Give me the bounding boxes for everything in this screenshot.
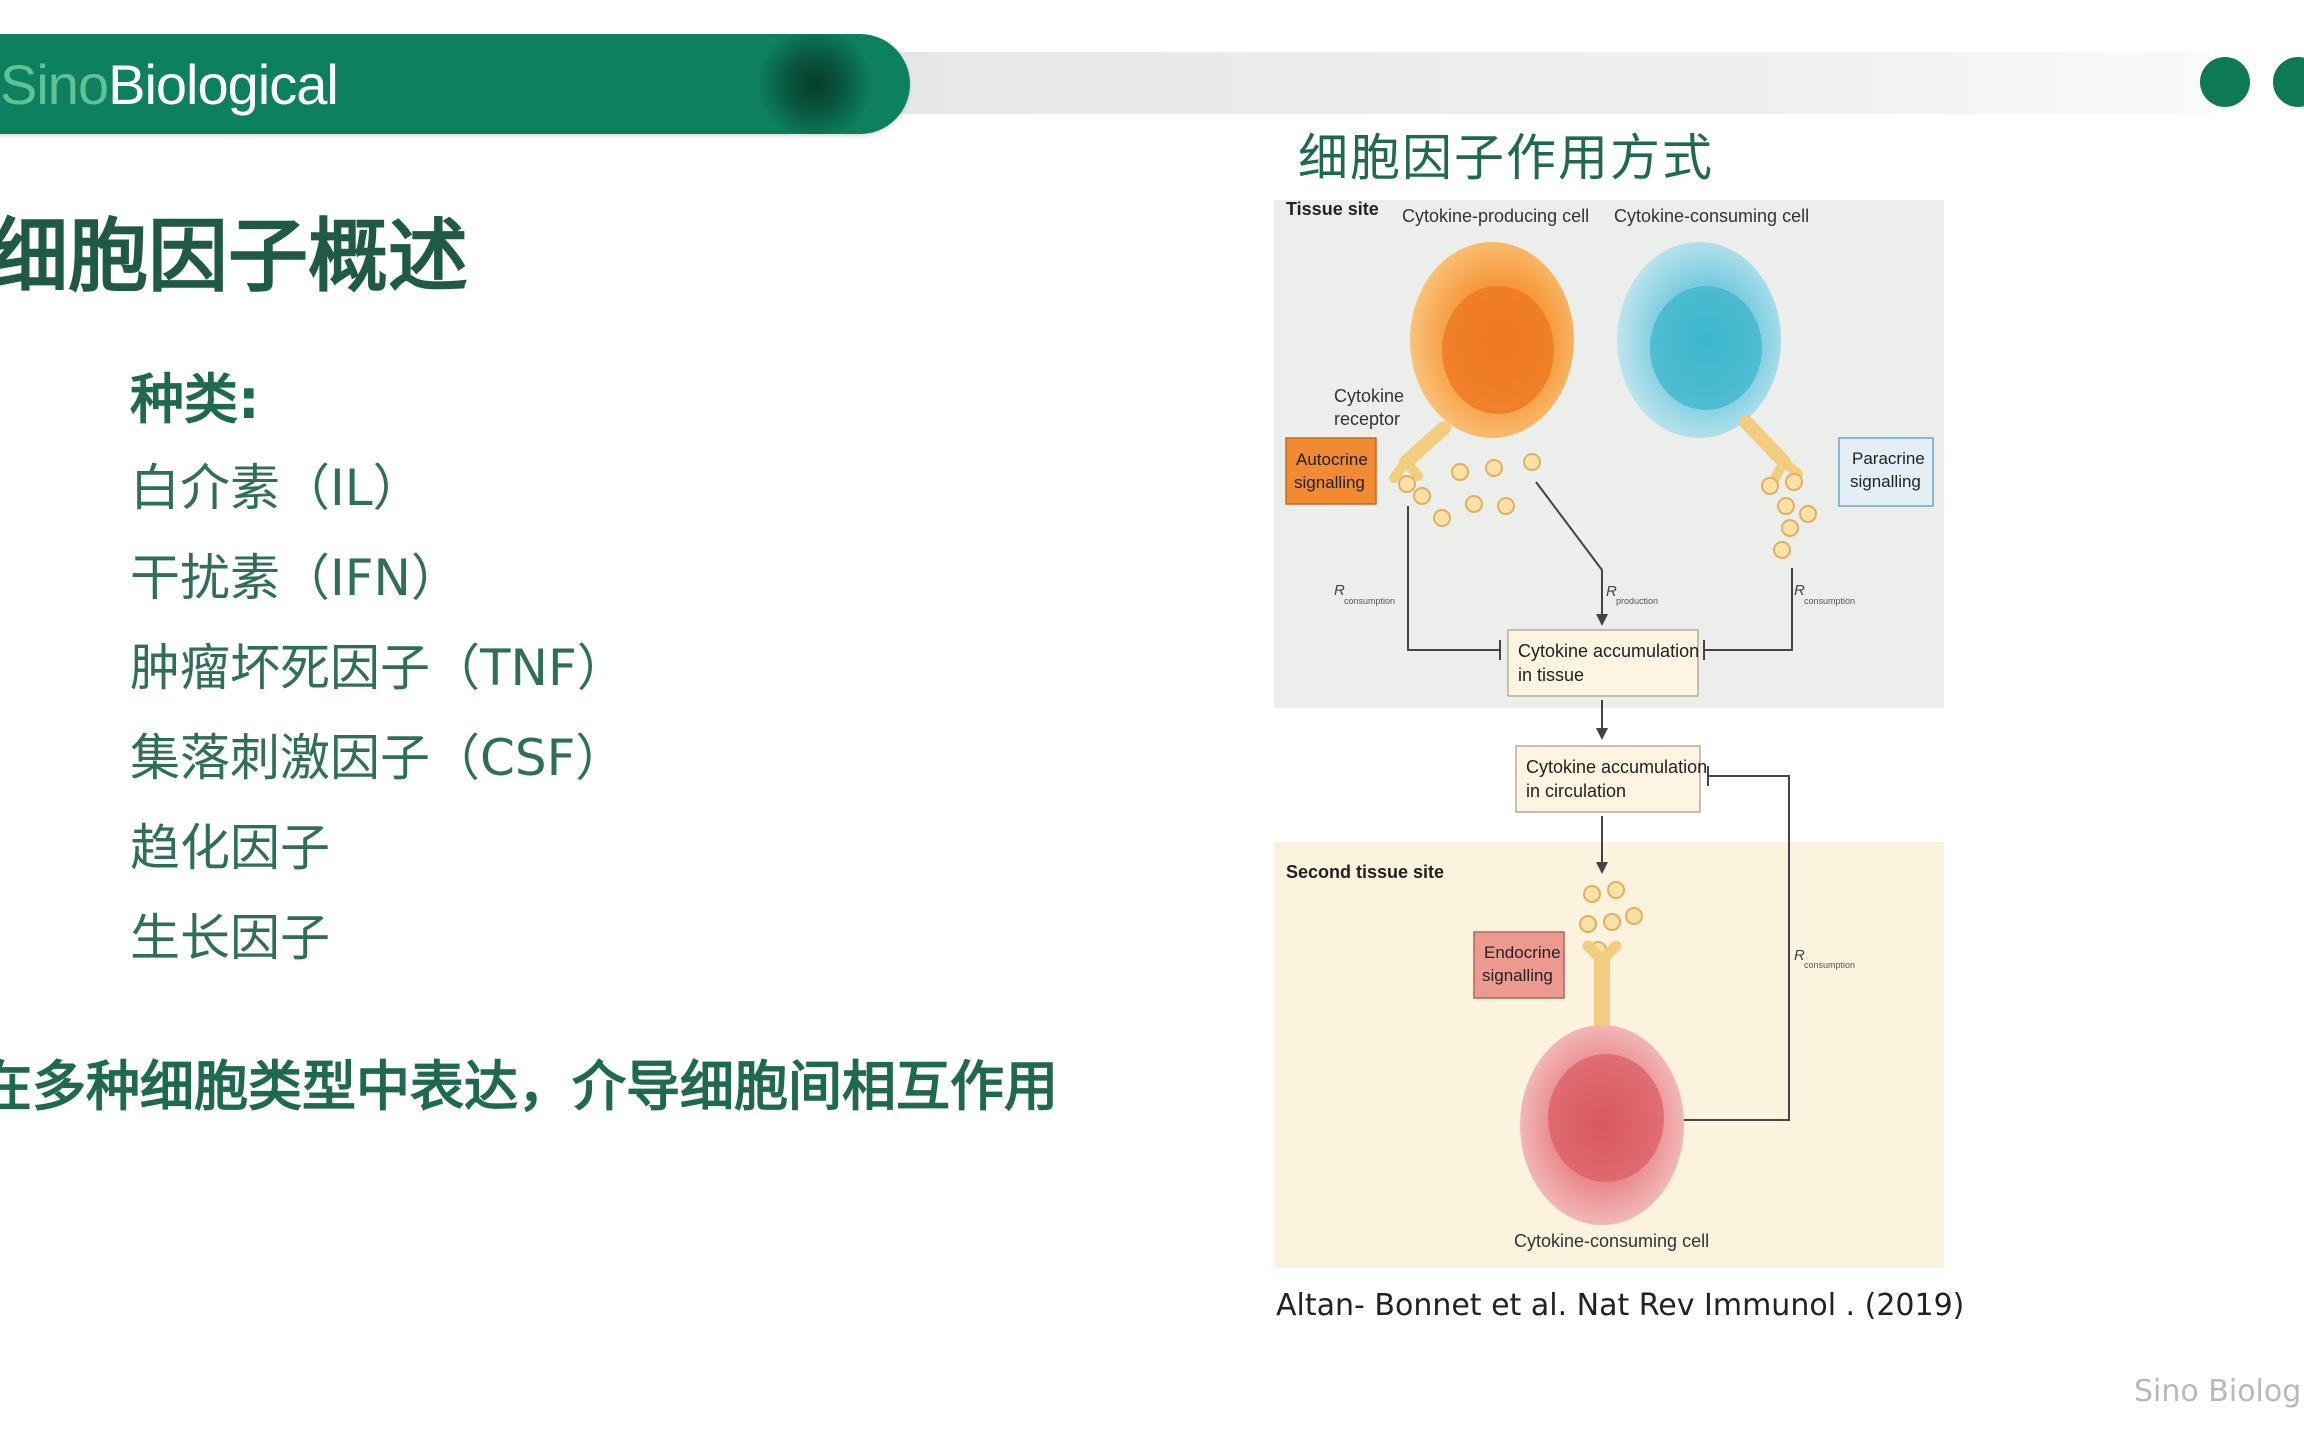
r-production-arrow bbox=[1535, 481, 1603, 620]
category-list: 白介素（IL） 干扰素（IFN） 肿瘤坏死因子（TNF） 集落刺激因子（CSF）… bbox=[130, 452, 627, 992]
figure-title: 细胞因子作用方式 bbox=[1298, 129, 1714, 187]
r-consumption-arrow bbox=[1407, 506, 1500, 651]
decor-dot-2 bbox=[2273, 57, 2304, 107]
r-label: R bbox=[1794, 947, 1805, 964]
header-band bbox=[880, 52, 2210, 114]
r-consumption-loop bbox=[1684, 775, 1790, 1121]
producing-cell-label: Cytokine-producing cell bbox=[1402, 206, 1589, 226]
r-consumption-arrow bbox=[1704, 568, 1793, 651]
producing-nucleus bbox=[1442, 286, 1554, 414]
header-glow bbox=[750, 34, 880, 134]
autocrine-label: Autocrine bbox=[1296, 450, 1368, 469]
slide-title: 细胞因子概述 bbox=[0, 210, 468, 303]
r-subscript: consumption bbox=[1344, 596, 1395, 606]
paracrine-label: Paracrine bbox=[1852, 449, 1925, 468]
cytokine-cluster bbox=[1398, 453, 1541, 527]
consuming-nucleus bbox=[1650, 286, 1762, 410]
brand-logo: SinoBiological bbox=[0, 53, 339, 116]
accumulation-tissue-box bbox=[1507, 629, 1699, 697]
receptor-arms bbox=[1582, 940, 1622, 966]
list-item: 干扰素（IFN） bbox=[130, 549, 461, 607]
arrow-head bbox=[1596, 614, 1608, 626]
receptor bbox=[1739, 415, 1791, 469]
receptor-label: receptor bbox=[1334, 409, 1400, 429]
list-item: 趋化因子 bbox=[130, 819, 330, 877]
receptor-arms bbox=[1389, 457, 1423, 483]
autocrine-box bbox=[1285, 437, 1377, 505]
r-label: R bbox=[1794, 582, 1805, 599]
endocrine-label: Endocrine bbox=[1484, 943, 1561, 962]
footer-brand: Sino Biologic bbox=[2134, 1374, 2304, 1409]
receptor-arms bbox=[1769, 457, 1803, 485]
list-item: 集落刺激因子（CSF） bbox=[130, 729, 626, 787]
paracrine-box bbox=[1838, 437, 1934, 507]
accumulation-tissue-label: in tissue bbox=[1518, 665, 1584, 685]
endocrine-label: signalling bbox=[1482, 966, 1553, 985]
bottom-cell-label: Cytokine-consuming cell bbox=[1514, 1231, 1709, 1251]
accumulation-circulation-label: Cytokine accumulation bbox=[1526, 757, 1707, 777]
consuming-cell-label: Cytokine-consuming cell bbox=[1614, 206, 1809, 226]
paracrine-label: signalling bbox=[1850, 472, 1921, 491]
accumulation-circulation-box bbox=[1515, 745, 1701, 813]
autocrine-label: signalling bbox=[1294, 473, 1365, 492]
citation: Altan- Bonnet et al. Nat Rev Immunol . (… bbox=[1276, 1288, 1965, 1323]
category-heading: 种类: bbox=[130, 368, 260, 431]
cytokine-signalling-diagram: Tissue site Cytokine-producing cell Cyto… bbox=[1274, 200, 1944, 1268]
summary-text: 在多种细胞类型中表达，介导细胞间相互作用 bbox=[0, 1055, 1058, 1118]
tissue-panel bbox=[1274, 200, 1944, 708]
endocrine-box bbox=[1473, 931, 1565, 999]
r-label: R bbox=[1334, 582, 1345, 599]
receptor bbox=[1399, 421, 1451, 469]
cytokine-cluster bbox=[1761, 473, 1817, 559]
r-subscript: consumption bbox=[1804, 596, 1855, 606]
r-label: R bbox=[1606, 583, 1617, 600]
decor-dot-1 bbox=[2200, 57, 2250, 107]
accumulation-circulation-label: in circulation bbox=[1526, 781, 1626, 801]
r-subscript: consumption bbox=[1804, 960, 1855, 970]
receptor-label: Cytokine bbox=[1334, 386, 1404, 406]
tissue-site-label: Tissue site bbox=[1286, 200, 1379, 219]
arrow-head bbox=[1596, 728, 1608, 740]
second-site-label: Second tissue site bbox=[1286, 862, 1444, 882]
header-bar bbox=[0, 34, 910, 134]
arrow-head bbox=[1596, 862, 1608, 874]
accumulation-tissue-label: Cytokine accumulation bbox=[1518, 641, 1699, 661]
list-item: 白介素（IL） bbox=[130, 459, 423, 517]
r-subscript: production bbox=[1616, 596, 1658, 606]
list-item: 肿瘤坏死因子（TNF） bbox=[130, 639, 627, 697]
list-item: 生长因子 bbox=[130, 909, 330, 967]
second-consuming-nucleus bbox=[1548, 1054, 1664, 1182]
